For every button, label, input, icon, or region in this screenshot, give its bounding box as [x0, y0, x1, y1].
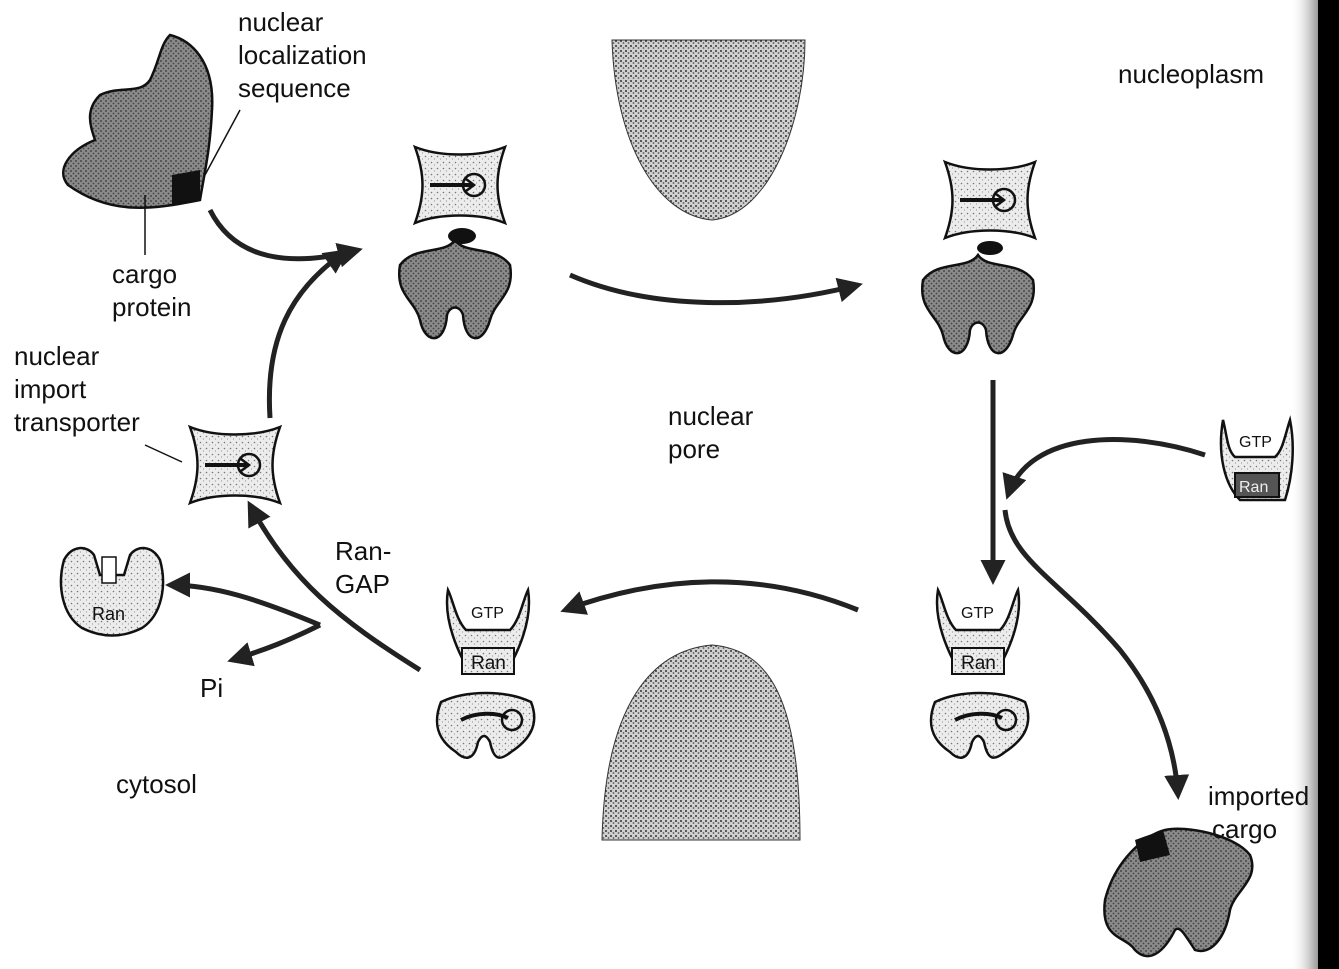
- ran-gtp-nucleoplasm: GTP Ran: [1221, 420, 1293, 500]
- transporter-label-line3: transporter: [14, 406, 140, 439]
- imported-label-line1: imported: [1208, 780, 1309, 813]
- cargo-protein-label: cargo protein: [112, 258, 192, 324]
- ran-label-right: Ran: [961, 653, 996, 674]
- nuclear-localization-sequence-patch: [172, 170, 200, 205]
- ran-gap-label: Ran- GAP: [335, 535, 391, 601]
- transporter-label-line2: import: [14, 373, 140, 406]
- ran-gtp-transporter-left: GTP Ran: [447, 590, 529, 674]
- imported-cargo-shape: [1104, 829, 1252, 956]
- cytosol-label: cytosol: [116, 768, 197, 801]
- arrow-export: [565, 582, 858, 610]
- pi-label: Pi: [200, 672, 223, 705]
- gtp-label-nucleoplasm: GTP: [1239, 434, 1272, 451]
- transporter-label-line1: nuclear: [14, 340, 140, 373]
- imported-label-line2: cargo: [1208, 813, 1309, 846]
- arrow-to-pi: [232, 625, 320, 660]
- ran-gtp-transporter-right: GTP Ran: [937, 590, 1019, 674]
- arrow-transporter-to-complex: [269, 252, 345, 418]
- pore-wall-bottom: [602, 645, 800, 840]
- pore-label-line2: pore: [668, 433, 753, 466]
- ran-label-gdp: Ran: [92, 604, 125, 624]
- nucleoplasm-label: nucleoplasm: [1118, 58, 1264, 91]
- gtp-label-left: GTP: [471, 605, 504, 622]
- cargo-label-line1: cargo: [112, 258, 192, 291]
- arrow-to-ran-gdp: [170, 585, 320, 625]
- nuclear-envelope-dark: [1318, 0, 1339, 969]
- transporter-pointer: [145, 445, 182, 462]
- pore-label-line1: nuclear: [668, 400, 753, 433]
- gtp-label-right: GTP: [961, 605, 994, 622]
- cargo-protein-shape: [63, 35, 212, 208]
- transporter-cargo-complex-left: [415, 147, 505, 223]
- pore-wall-top: [612, 40, 805, 220]
- nuclear-pore-label: nuclear pore: [668, 400, 753, 466]
- nls-label-line1: nuclear: [238, 6, 367, 39]
- arrow-through-pore: [570, 275, 858, 303]
- ran-gdp: Ran: [61, 548, 163, 635]
- arrow-cargo-binding: [210, 210, 358, 259]
- rangap-label-line1: Ran-: [335, 535, 391, 568]
- arrow-cargo-release: [1005, 510, 1178, 795]
- arrow-ran-gtp-entry: [1008, 440, 1205, 495]
- nls-label-line2: localization: [238, 39, 367, 72]
- transporter-cargo-complex-right: [945, 162, 1035, 238]
- transporter-label: nuclear import transporter: [14, 340, 140, 439]
- nls-label-line3: sequence: [238, 72, 367, 105]
- free-transporter: [190, 427, 280, 503]
- ran-label-nucleoplasm: Ran: [1239, 479, 1268, 496]
- cargo-label-line2: protein: [112, 291, 192, 324]
- ran-label-left: Ran: [471, 653, 506, 674]
- nls-label: nuclear localization sequence: [238, 6, 367, 105]
- rangap-label-line2: GAP: [335, 568, 391, 601]
- imported-cargo-label: imported cargo: [1208, 780, 1309, 846]
